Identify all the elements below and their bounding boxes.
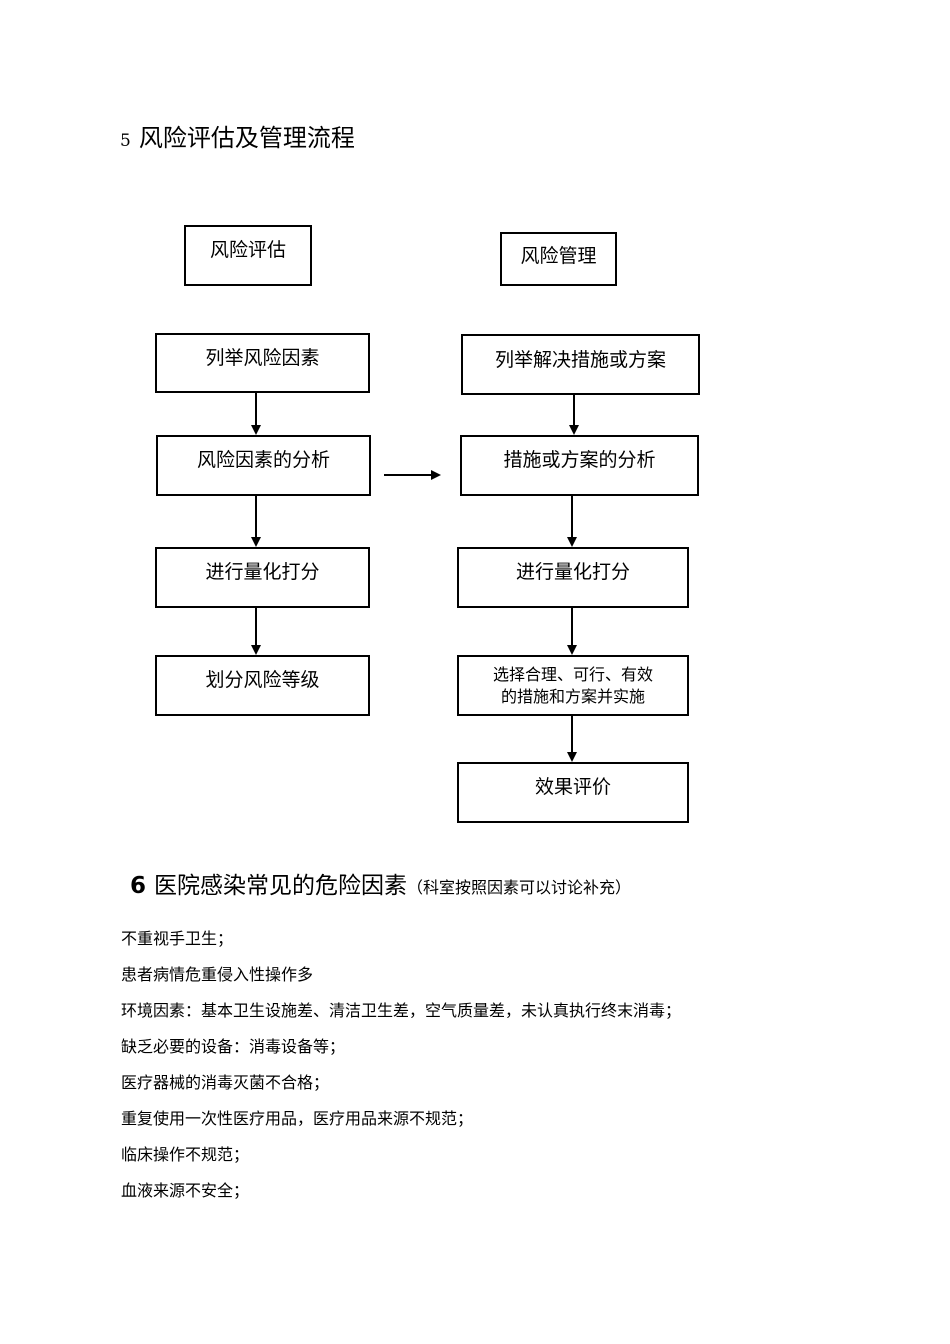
flow-step-label-line-1: 选择合理、可行、有效: [492, 665, 653, 684]
flow-header-assessment: 风险评估: [184, 225, 312, 286]
flow-step-label: 效果评价: [534, 776, 611, 798]
section-6-note: （科室按照因素可以讨论补充）: [407, 878, 632, 897]
section-6-heading: 6 医院感染常见的危险因素（科室按照因素可以讨论补充）: [130, 866, 631, 900]
risk-factor-item: 不重视手卫生；: [121, 929, 234, 948]
flow-header-management-label: 风险管理: [520, 245, 597, 267]
flow-step-grade-risks: 划分风险等级: [155, 655, 370, 716]
flow-step-list-risks: 列举风险因素: [155, 333, 370, 393]
flow-step-analyze-measures: 措施或方案的分析: [460, 435, 699, 496]
flow-step-score-right: 进行量化打分: [457, 547, 689, 608]
risk-factor-item: 临床操作不规范；: [121, 1145, 250, 1164]
section-5-heading: 5 风险评估及管理流程: [120, 118, 355, 153]
flow-step-list-measures: 列举解决措施或方案: [461, 334, 700, 395]
flow-step-label: 措施或方案的分析: [503, 449, 656, 471]
risk-factor-item: 医疗器械的消毒灭菌不合格；: [121, 1073, 330, 1092]
flow-step-label: 列举风险因素: [205, 347, 320, 369]
risk-factor-item: 血液来源不安全；: [121, 1181, 250, 1200]
flow-step-evaluate: 效果评价: [457, 762, 689, 823]
flow-step-score-left: 进行量化打分: [155, 547, 370, 608]
section-6-title: 医院感染常见的危险因素: [154, 873, 408, 899]
flow-step-label: 进行量化打分: [205, 561, 320, 583]
flow-step-analyze-risks: 风险因素的分析: [156, 435, 371, 496]
flow-step-label: 划分风险等级: [205, 669, 320, 691]
flow-header-assessment-label: 风险评估: [209, 239, 286, 261]
section-5-number: 5: [120, 131, 131, 151]
risk-factor-item: 患者病情危重侵入性操作多: [121, 965, 314, 984]
section-5-title: 风险评估及管理流程: [138, 124, 355, 152]
risk-factor-item: 缺乏必要的设备：消毒设备等；: [121, 1037, 346, 1056]
flow-step-label-line-2: 的措施和方案并实施: [500, 687, 645, 706]
section-6-number: 6: [130, 873, 147, 899]
flow-step-label: 风险因素的分析: [196, 449, 330, 471]
flow-step-label: 列举解决措施或方案: [494, 349, 666, 371]
flow-step-select-implement: 选择合理、可行、有效 的措施和方案并实施: [457, 655, 689, 716]
risk-factor-item: 环境因素：基本卫生设施差、清洁卫生差，空气质量差，未认真执行终末消毒；: [121, 1001, 682, 1020]
flow-header-management: 风险管理: [500, 232, 617, 286]
flow-step-label: 进行量化打分: [515, 561, 630, 583]
risk-factor-item: 重复使用一次性医疗用品，医疗用品来源不规范；: [121, 1109, 474, 1128]
